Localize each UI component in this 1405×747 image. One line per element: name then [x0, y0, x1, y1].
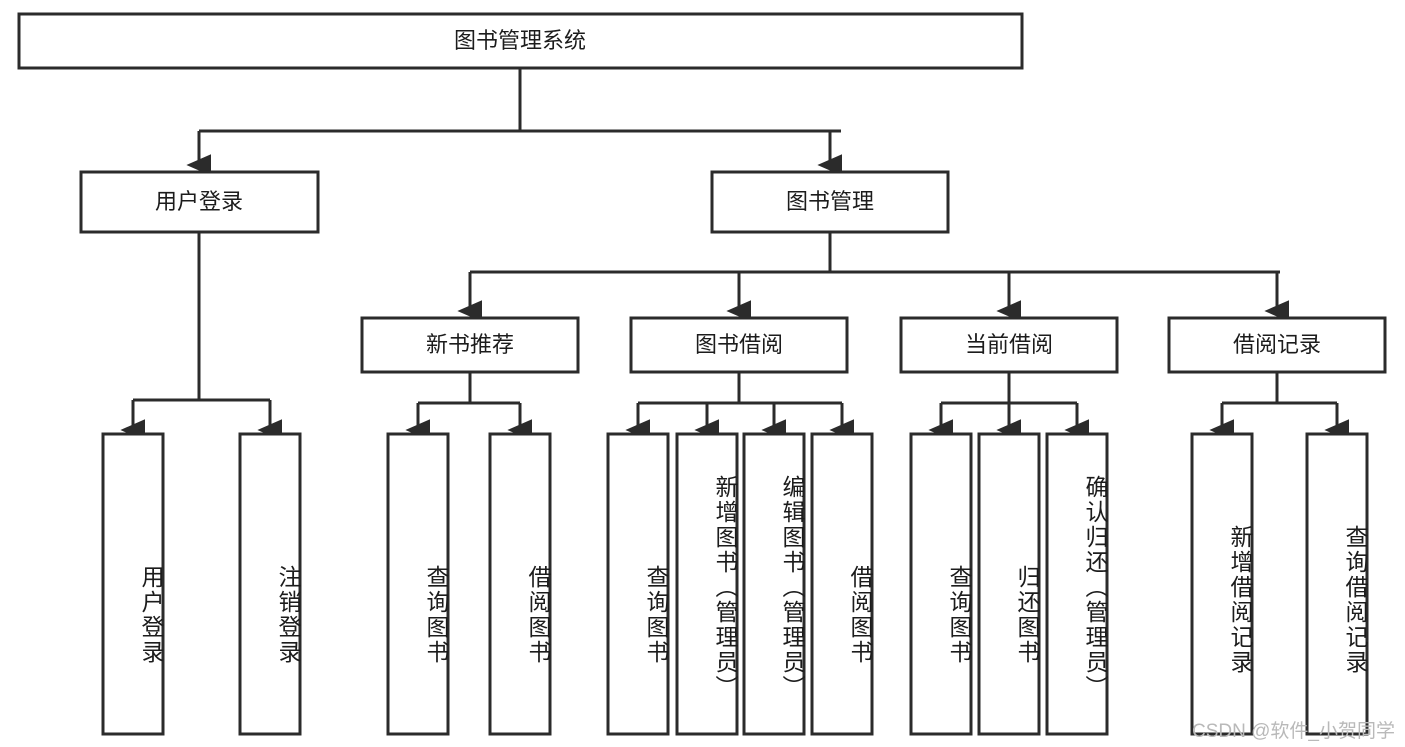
node-new-book-rec-label: 新书推荐 — [426, 332, 514, 357]
node-book-borrow[interactable]: 图书借阅 — [629, 316, 849, 374]
leaf-return-book-box[interactable] — [977, 432, 1041, 736]
connectors-root — [186, 68, 843, 176]
connectors-borrow-record — [1209, 372, 1350, 441]
connectors-user-login — [120, 232, 283, 441]
node-current-borrow-box[interactable] — [899, 316, 1119, 374]
node-root-label: 图书管理系统 — [454, 28, 586, 53]
node-book-borrow-label: 图书借阅 — [695, 332, 783, 357]
connectors-book-manage — [457, 232, 1290, 322]
leaf-confirm-return-box[interactable] — [1045, 432, 1109, 736]
connectors-current-borrow — [928, 372, 1090, 441]
node-user-login-box[interactable] — [79, 170, 320, 234]
leaf-query-book-2-box[interactable] — [606, 432, 670, 736]
leaf-add-record-box[interactable] — [1190, 432, 1254, 736]
node-book-manage[interactable]: 图书管理 — [710, 170, 950, 234]
node-borrow-record-box[interactable] — [1167, 316, 1387, 374]
leaf-borrow-book-2-box[interactable] — [810, 432, 874, 736]
leaf-logout-box[interactable] — [238, 432, 302, 736]
connectors-book-borrow — [625, 372, 855, 441]
node-user-login[interactable]: 用户登录 — [79, 170, 320, 234]
node-book-manage-label: 图书管理 — [786, 189, 874, 214]
leaf-boxes — [101, 432, 1369, 736]
node-current-borrow[interactable]: 当前借阅 — [899, 316, 1119, 374]
leaf-edit-book-box[interactable] — [742, 432, 806, 736]
node-user-login-label: 用户登录 — [155, 189, 243, 214]
node-book-manage-box[interactable] — [710, 170, 950, 234]
node-borrow-record[interactable]: 借阅记录 — [1167, 316, 1387, 374]
leaf-query-record-box[interactable] — [1305, 432, 1369, 736]
leaf-user-login-box[interactable] — [101, 432, 165, 736]
leaf-borrow-book-1-box[interactable] — [488, 432, 552, 736]
node-new-book-rec[interactable]: 新书推荐 — [360, 316, 580, 374]
node-root[interactable]: 图书管理系统 — [17, 12, 1024, 70]
leaf-query-book-3-box[interactable] — [909, 432, 973, 736]
node-current-borrow-label: 当前借阅 — [965, 332, 1053, 357]
connectors-new-book-rec — [405, 372, 533, 441]
leaf-query-book-1-box[interactable] — [386, 432, 450, 736]
node-borrow-record-label: 借阅记录 — [1233, 332, 1321, 357]
node-new-book-rec-box[interactable] — [360, 316, 580, 374]
node-book-borrow-box[interactable] — [629, 316, 849, 374]
watermark-text: CSDN @软件_小贺同学 — [1192, 721, 1395, 742]
node-root-box[interactable] — [17, 12, 1024, 70]
leaf-add-book-box[interactable] — [675, 432, 739, 736]
